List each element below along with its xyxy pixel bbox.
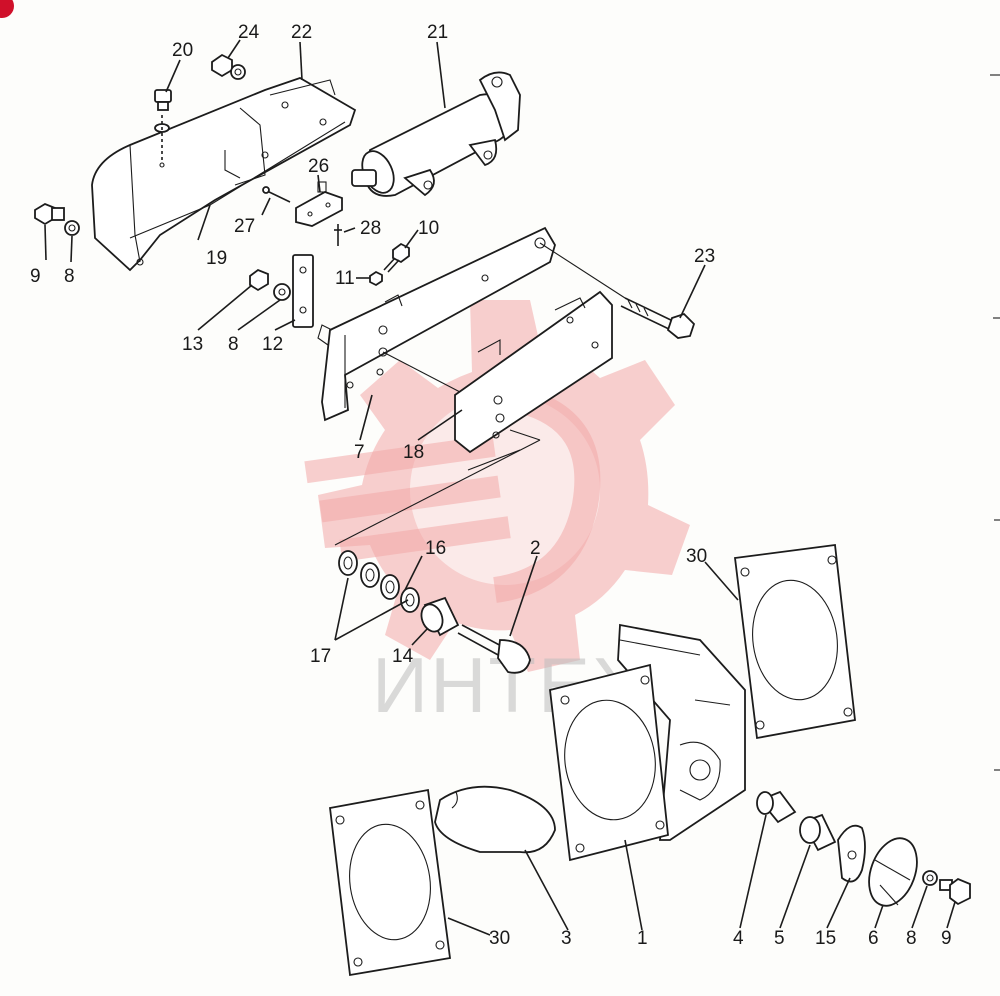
label-21: 21: [427, 22, 448, 43]
part-11-nut: [369, 270, 383, 287]
label-9-right: 9: [941, 928, 952, 949]
label-28: 28: [360, 218, 381, 239]
part-9-bolt-right: [939, 877, 971, 906]
part-27-pin: [262, 186, 291, 203]
part-8-washer-mid: [273, 283, 291, 301]
label-27: 27: [234, 216, 255, 237]
label-19: 19: [206, 248, 227, 269]
part-24-nut: [211, 53, 246, 80]
label-1: 1: [637, 928, 648, 949]
label-22: 22: [291, 22, 312, 43]
label-8-mid: 8: [228, 334, 239, 355]
part-21-cylinder: [351, 71, 521, 197]
part-14-bushing: [420, 596, 460, 637]
label-14: 14: [392, 646, 414, 667]
label-30-right: 30: [686, 546, 707, 567]
part-10-bolt: [383, 242, 410, 273]
label-15: 15: [815, 928, 836, 949]
part-1-housing: [549, 623, 746, 862]
label-13: 13: [182, 334, 203, 355]
part-9-bolt-left: [34, 202, 65, 226]
label-4: 4: [733, 928, 744, 949]
label-18: 18: [403, 442, 424, 463]
label-2: 2: [530, 538, 541, 559]
label-12: 12: [262, 334, 283, 355]
label-10: 10: [418, 218, 439, 239]
label-8-right: 8: [906, 928, 917, 949]
part-15-seal: [837, 824, 866, 883]
label-6: 6: [868, 928, 879, 949]
part-8-washer-left: [64, 220, 80, 236]
part-26-clip: [295, 181, 343, 227]
part-2-pin: [457, 624, 531, 674]
part-5-bushing: [799, 813, 837, 852]
label-3: 3: [561, 928, 572, 949]
label-9-left: 9: [30, 266, 41, 287]
part-7-plate: [317, 226, 556, 422]
part-30-gasket-left: [329, 788, 452, 977]
label-16: 16: [425, 538, 446, 559]
part-6-cover: [868, 837, 918, 907]
label-7: 7: [354, 442, 365, 463]
leader-lines: [44, 39, 956, 936]
part-28-pin: [334, 224, 342, 246]
assembly-lines: [334, 242, 626, 546]
callout-labels: 20 24 22 21 26 27 28 10 11 9 8 19 13 8 1…: [30, 22, 952, 949]
label-17: 17: [310, 646, 331, 667]
label-11: 11: [335, 268, 355, 289]
part-18-plate: [454, 290, 613, 454]
part-3-cover-plate: [434, 785, 556, 854]
part-20-bolt: [154, 89, 172, 168]
label-20: 20: [172, 40, 193, 61]
label-5: 5: [774, 928, 785, 949]
label-30-left: 30: [489, 928, 510, 949]
label-8-left: 8: [64, 266, 75, 287]
corner-badge: [0, 0, 14, 18]
scan-marks: [990, 74, 1000, 771]
part-23-bolt: [620, 297, 696, 339]
part-12-plate: [292, 254, 314, 328]
part-4-fitting: [756, 790, 797, 824]
part-30-gasket-right: [733, 543, 856, 740]
part-13-nut: [249, 268, 269, 292]
part-17-washers: [338, 550, 400, 600]
label-26: 26: [308, 156, 329, 177]
part-8-washer-right: [922, 870, 938, 886]
part-16-washer: [400, 587, 420, 613]
label-23: 23: [694, 246, 715, 267]
label-24: 24: [238, 22, 260, 43]
